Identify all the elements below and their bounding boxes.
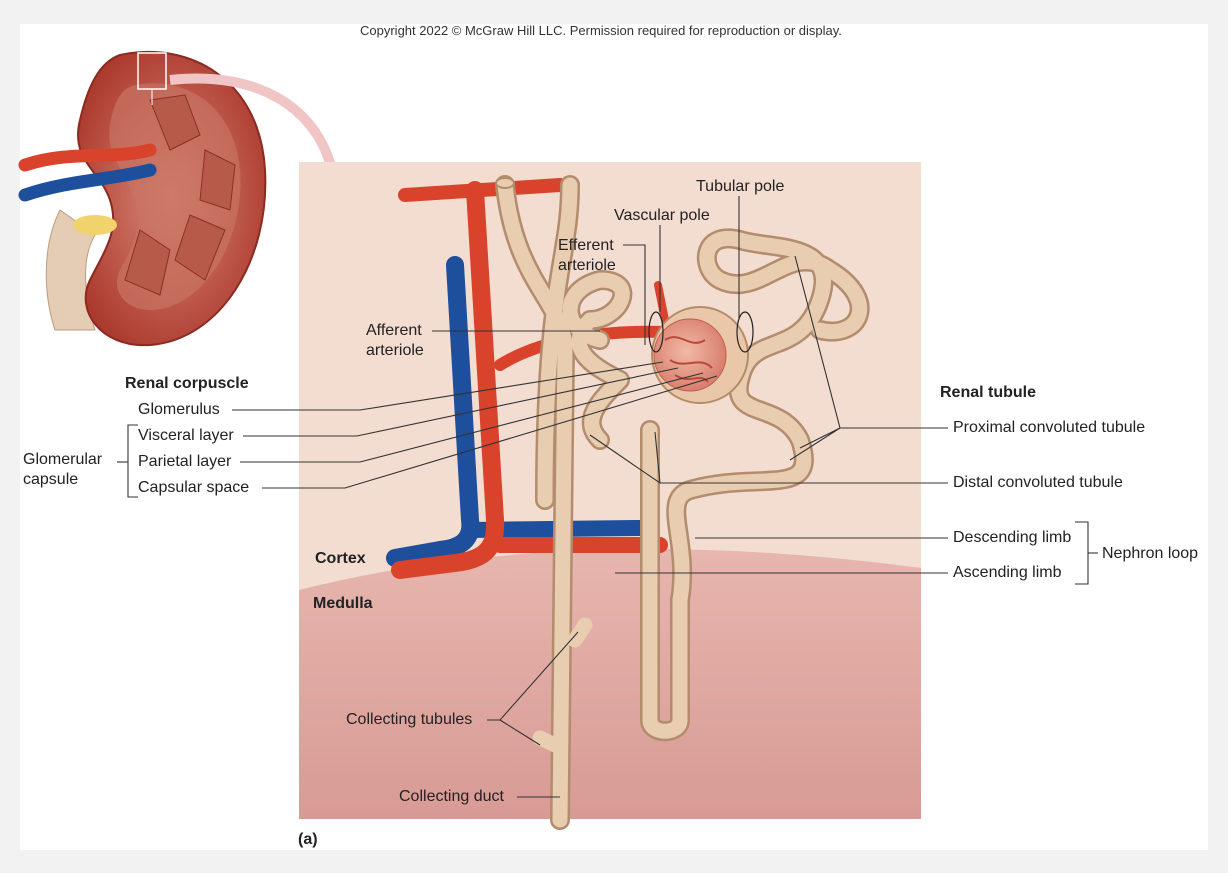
label-medulla: Medulla [313, 595, 373, 612]
heading-renal-tubule: Renal tubule [940, 384, 1037, 401]
label-efferent-arteriole-line2: arteriole [558, 257, 616, 274]
label-efferent-arteriole-line1: Efferent [558, 237, 614, 254]
nephron-tubules [495, 175, 870, 830]
label-descending-limb: Descending limb [953, 529, 1072, 546]
label-proximal-convoluted-tubule: Proximal convoluted tubule [953, 419, 1146, 436]
label-distal-convoluted-tubule: Distal convoluted tubule [953, 474, 1123, 491]
leader-lines [117, 196, 1098, 798]
label-tubular-pole: Tubular pole [696, 178, 785, 195]
label-ascending-limb: Ascending limb [953, 564, 1062, 581]
label-glomerulus: Glomerulus [138, 401, 220, 418]
copyright-notice: Copyright 2022 © McGraw Hill LLC. Permis… [360, 23, 842, 38]
label-cortex: Cortex [315, 550, 366, 567]
label-glomerular-capsule-line2: capsule [23, 471, 79, 488]
panel-label: (a) [298, 831, 318, 848]
blood-vessels [386, 178, 671, 579]
label-afferent-arteriole-line1: Afferent [366, 322, 422, 339]
label-parietal-layer: Parietal layer [138, 453, 232, 470]
label-nephron-loop: Nephron loop [1102, 545, 1199, 562]
label-capsular-space: Capsular space [138, 479, 250, 496]
label-collecting-duct: Collecting duct [399, 788, 504, 805]
label-vascular-pole: Vascular pole [614, 207, 710, 224]
label-visceral-layer: Visceral layer [138, 427, 234, 444]
heading-renal-corpuscle: Renal corpuscle [125, 375, 249, 392]
kidney-thumbnail [18, 50, 348, 347]
label-afferent-arteriole-line2: arteriole [366, 342, 424, 359]
label-collecting-tubules: Collecting tubules [346, 711, 473, 728]
label-glomerular-capsule-line1: Glomerular [23, 451, 103, 468]
renal-corpuscle [648, 306, 754, 404]
